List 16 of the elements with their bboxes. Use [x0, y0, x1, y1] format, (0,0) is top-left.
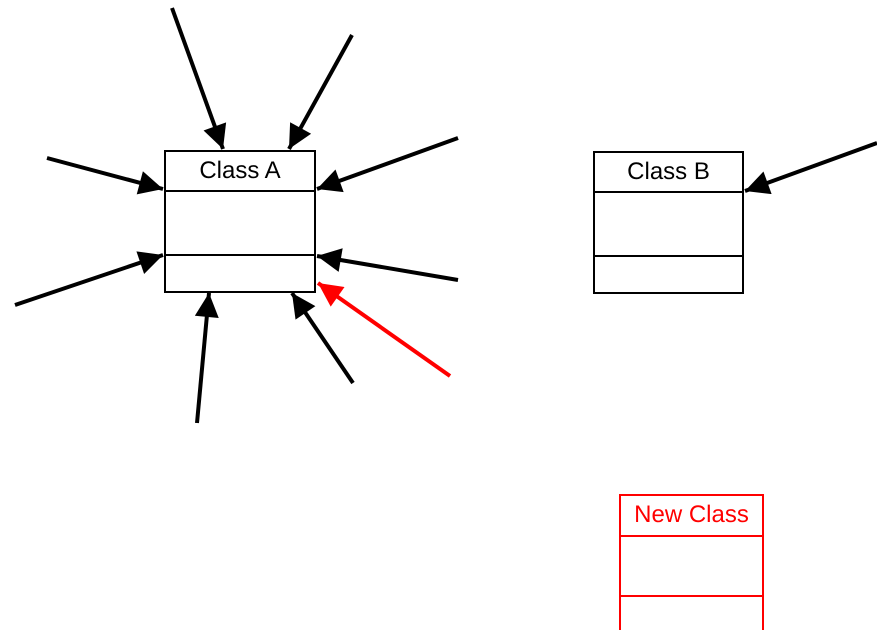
arrow — [14, 251, 164, 307]
class-name: Class A — [198, 156, 282, 186]
class-box — [164, 150, 316, 293]
class-name: New Class — [633, 500, 750, 530]
class-name: Class B — [626, 156, 711, 187]
arrow — [316, 136, 459, 192]
arrow — [316, 248, 458, 282]
arrow — [287, 34, 354, 150]
arrow — [194, 292, 219, 424]
arrow — [744, 141, 877, 194]
arrow — [46, 156, 164, 194]
class-box — [593, 151, 744, 294]
arrow — [316, 281, 452, 378]
class-box — [619, 494, 764, 630]
arrow — [290, 292, 355, 384]
arrow — [170, 7, 226, 150]
